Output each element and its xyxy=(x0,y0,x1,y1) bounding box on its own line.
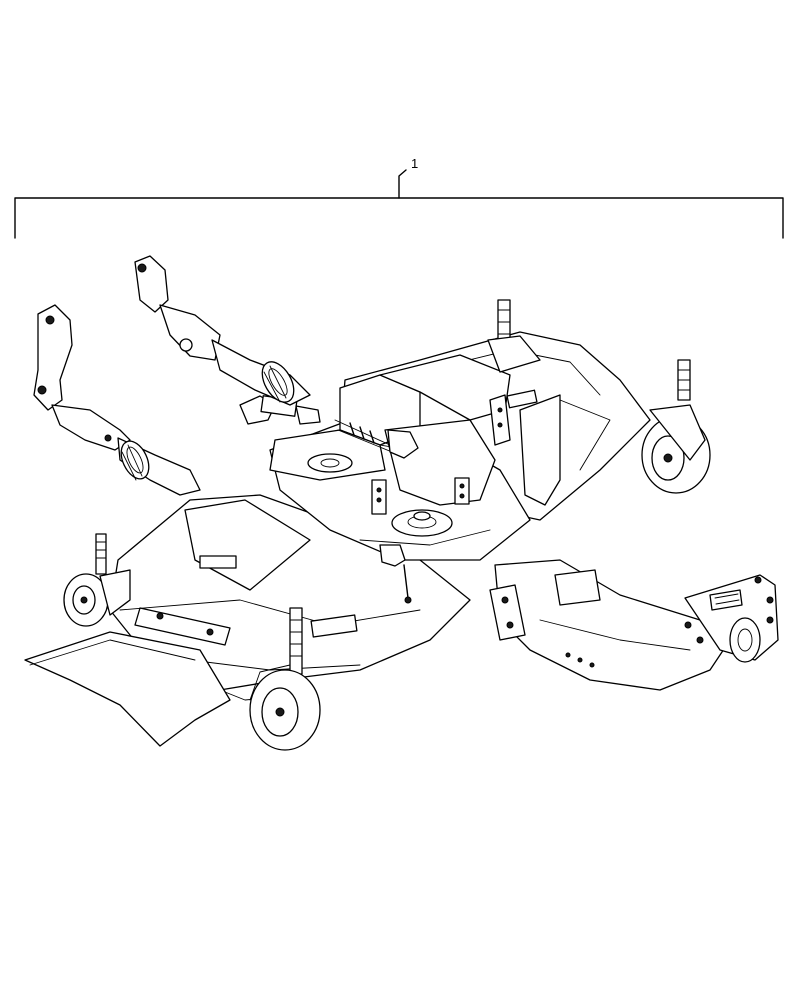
discharge-deflector xyxy=(24,607,231,747)
lift-arm-left xyxy=(33,304,201,496)
rear-hitch-frame xyxy=(489,559,779,691)
lift-arm-right xyxy=(134,255,311,406)
caster-wheel-rear-right xyxy=(641,359,711,494)
assembly-bracket xyxy=(14,169,784,239)
pto-drive-shaft xyxy=(239,395,419,459)
caster-mount-rear xyxy=(487,299,541,373)
callout-number[interactable]: 1 xyxy=(411,156,419,171)
caster-wheel-front-right xyxy=(249,607,321,751)
caster-wheel-front-left xyxy=(63,533,131,627)
